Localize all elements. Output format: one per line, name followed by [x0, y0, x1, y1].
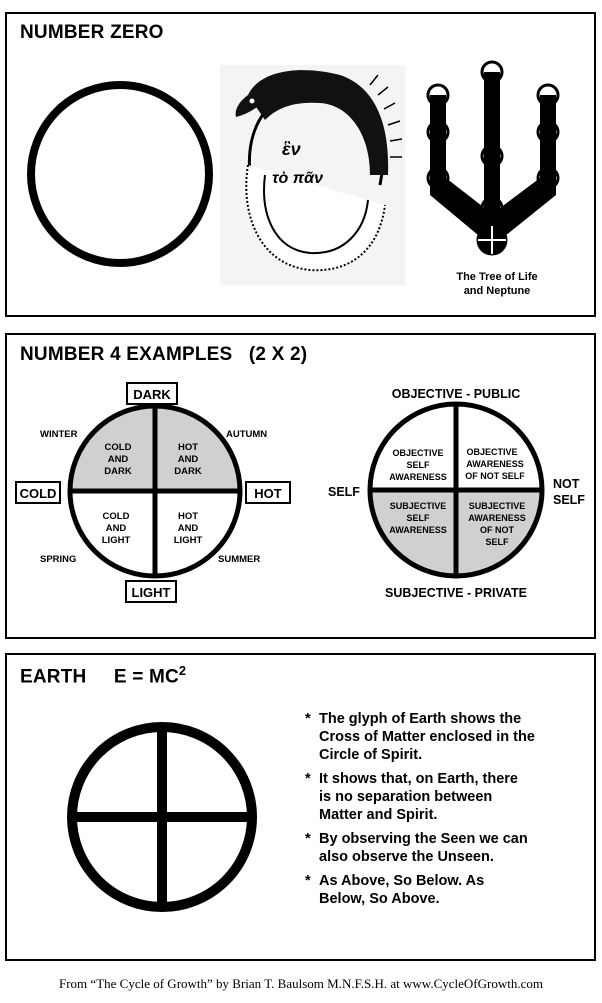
tree-caption-line-2: and Neptune: [463, 285, 531, 297]
label-objective-public: OBJECTIVE - PUBLIC: [392, 387, 521, 401]
r-tl-2: SELF: [406, 460, 430, 470]
q-tr-1: HOT: [178, 442, 198, 453]
q-br-3: LIGHT: [174, 535, 203, 546]
ouroboros-image: ἓν τὸ πᾶν: [220, 65, 405, 285]
label-winter: WINTER: [40, 429, 78, 440]
label-dark: DARK: [133, 387, 171, 402]
label-light: LIGHT: [132, 585, 171, 600]
bullet-star: *: [305, 771, 311, 787]
bullet-item: * The glyph of Earth shows the Cross of …: [305, 710, 590, 764]
bullet-star: *: [305, 831, 311, 847]
bullet-star: *: [305, 873, 311, 889]
bullet-text: As Above, So Below. As Below, So Above.: [319, 873, 485, 907]
tree-caption-line-1: The Tree of Life: [456, 271, 538, 283]
earth-title-text: EARTH E = MC: [20, 666, 179, 688]
bullet-item: * By observing the Seen we can also obse…: [305, 830, 590, 866]
tree-caption: The Tree of Life and Neptune: [432, 270, 562, 298]
r-bl-2: SELF: [406, 513, 430, 523]
r-br-2: AWARENESS: [468, 513, 526, 523]
panel-earth: [5, 653, 596, 961]
bullet-item: * As Above, So Below. As Below, So Above…: [305, 872, 590, 908]
label-cold: COLD: [20, 486, 57, 501]
bullet-text: The glyph of Earth shows the Cross of Ma…: [319, 711, 535, 763]
q-tl-1: COLD: [105, 442, 132, 453]
r-bl-1: SUBJECTIVE: [390, 501, 447, 511]
q-tl-3: DARK: [104, 466, 132, 477]
bullet-text: By observing the Seen we can also observ…: [319, 831, 528, 865]
q-bl-1: COLD: [103, 511, 130, 522]
r-br-1: SUBJECTIVE: [469, 501, 526, 511]
earth-bullets: * The glyph of Earth shows the Cross of …: [305, 710, 590, 914]
label-not-self: SELF: [553, 493, 585, 507]
q-br-2: AND: [178, 523, 199, 534]
bullet-text: It shows that, on Earth, there is no sep…: [319, 771, 518, 823]
r-bl-3: AWARENESS: [389, 525, 447, 535]
panel-title-number-zero: NUMBER ZERO: [20, 22, 164, 43]
panel-title-earth: EARTH E = MC2: [20, 663, 186, 688]
box-hot: [245, 481, 291, 504]
q-tl-2: AND: [108, 454, 129, 465]
box-dark: [126, 382, 178, 405]
r-tl-1: OBJECTIVE: [392, 448, 443, 458]
r-tr-1: OBJECTIVE: [466, 447, 517, 457]
label-self: SELF: [328, 485, 360, 499]
r-tr-2: AWARENESS: [466, 459, 524, 469]
r-tr-3: OF NOT SELF: [465, 471, 525, 481]
ouroboros-greek-2: τὸ πᾶν: [272, 170, 323, 187]
q-br-1: HOT: [178, 511, 198, 522]
r-tl-3: AWARENESS: [389, 472, 447, 482]
panel-title-number-4: NUMBER 4 EXAMPLES (2 X 2): [20, 344, 308, 365]
label-summer: SUMMER: [218, 554, 260, 565]
q-tr-3: DARK: [174, 466, 202, 477]
footer-credit: From “The Cycle of Growth” by Brian T. B…: [59, 976, 543, 991]
tree-of-life-neptune: [426, 60, 560, 256]
bullet-item: * It shows that, on Earth, there is no s…: [305, 770, 590, 824]
box-light: [125, 580, 177, 603]
label-spring: SPRING: [40, 554, 76, 565]
q-bl-2: AND: [106, 523, 127, 534]
r-br-3: OF NOT: [480, 525, 514, 535]
bullet-star: *: [305, 711, 311, 727]
r-br-4: SELF: [485, 537, 509, 547]
label-autumn: AUTUMN: [226, 429, 267, 440]
q-tr-2: AND: [178, 454, 199, 465]
box-cold: [15, 481, 61, 504]
q-bl-3: LIGHT: [102, 535, 131, 546]
label-hot: HOT: [254, 486, 282, 501]
label-not: NOT: [553, 477, 580, 491]
label-subjective-private: SUBJECTIVE - PRIVATE: [385, 586, 527, 600]
earth-title-sup: 2: [178, 663, 187, 678]
ouroboros-greek-1: ἓν: [282, 139, 301, 159]
